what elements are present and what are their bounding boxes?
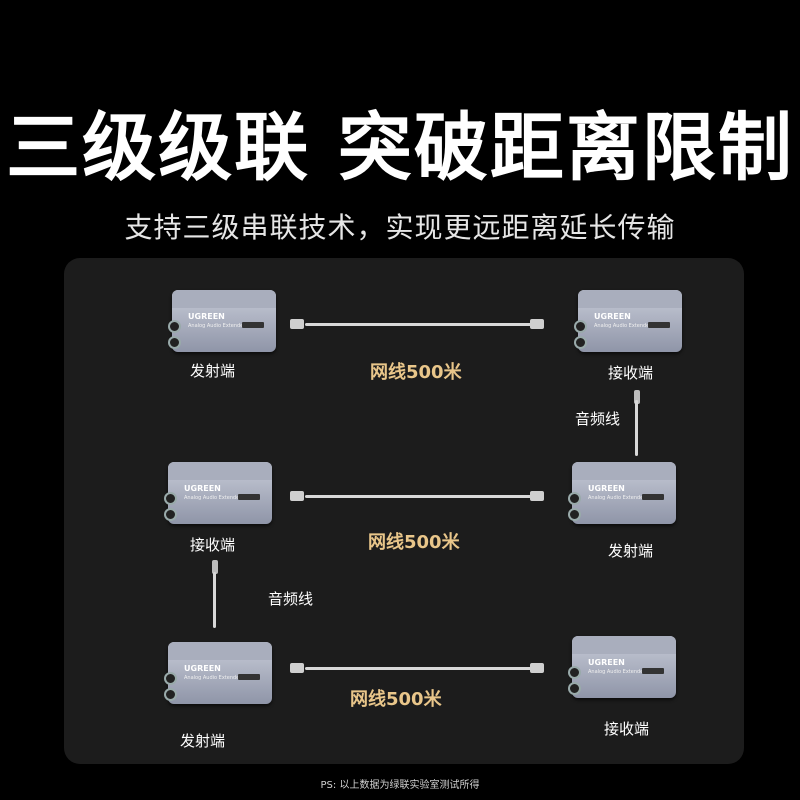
device-transmitter-row3: UGREEN Analog Audio Extender bbox=[164, 642, 272, 704]
device-receiver-row2: UGREEN Analog Audio Extender bbox=[164, 462, 272, 524]
device-model: Analog Audio Extender bbox=[588, 669, 646, 675]
footnote: PS: 以上数据为绿联实验室测试所得 bbox=[320, 780, 480, 791]
cable-label-row3: 网线500米 bbox=[350, 689, 442, 710]
device-label-row3-left: 发射端 bbox=[180, 732, 226, 750]
device-model: Analog Audio Extender bbox=[188, 323, 246, 329]
device-receiver-row1: UGREEN Analog Audio Extender bbox=[574, 290, 682, 352]
device-model: Analog Audio Extender bbox=[588, 495, 646, 501]
device-receiver-row3: UGREEN Analog Audio Extender bbox=[568, 636, 676, 698]
network-cable-row1 bbox=[305, 323, 535, 326]
device-model: Analog Audio Extender bbox=[594, 323, 652, 329]
device-transmitter-row1: UGREEN Analog Audio Extender bbox=[168, 290, 276, 352]
device-label-row2-right: 发射端 bbox=[608, 542, 654, 560]
audio-cable-left bbox=[213, 572, 216, 628]
device-brand: UGREEN bbox=[594, 312, 631, 321]
device-label-row3-right: 接收端 bbox=[604, 720, 650, 738]
network-cable-row2 bbox=[305, 495, 535, 498]
cable-label-row2: 网线500米 bbox=[368, 532, 460, 553]
device-brand: UGREEN bbox=[588, 484, 625, 493]
page-title: 三级级联 突破距离限制 bbox=[6, 105, 794, 191]
audio-cable-label-right: 音频线 bbox=[575, 410, 621, 428]
cable-label-row1: 网线500米 bbox=[370, 362, 462, 383]
audio-cable-label-left: 音频线 bbox=[268, 590, 314, 608]
device-brand: UGREEN bbox=[588, 658, 625, 667]
page-subtitle: 支持三级串联技术，实现更远距离延长传输 bbox=[124, 211, 676, 244]
device-brand: UGREEN bbox=[188, 312, 225, 321]
device-brand: UGREEN bbox=[184, 484, 221, 493]
device-model: Analog Audio Extender bbox=[184, 495, 242, 501]
device-label-row2-left: 接收端 bbox=[190, 536, 236, 554]
network-cable-row3 bbox=[305, 667, 535, 670]
device-brand: UGREEN bbox=[184, 664, 221, 673]
device-model: Analog Audio Extender bbox=[184, 675, 242, 681]
device-label-row1-left: 发射端 bbox=[190, 362, 236, 380]
audio-cable-right bbox=[635, 400, 638, 456]
device-label-row1-right: 接收端 bbox=[608, 364, 654, 382]
device-transmitter-row2: UGREEN Analog Audio Extender bbox=[568, 462, 676, 524]
